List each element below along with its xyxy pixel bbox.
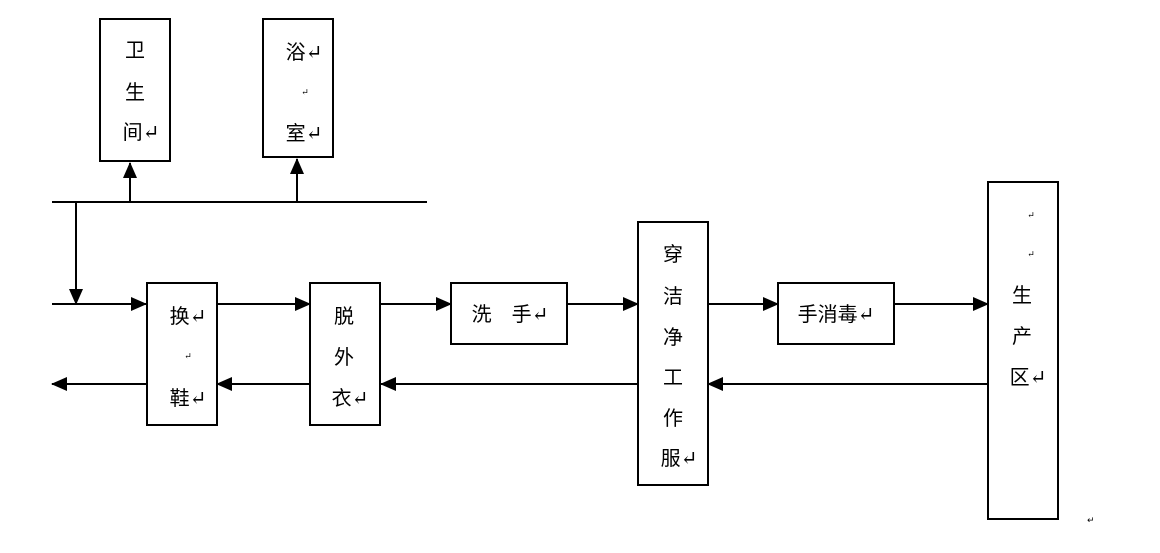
node-bathroom-line-2: ↵ [301, 88, 309, 98]
node-hand-disinfection: 手消毒↵ [777, 282, 895, 345]
node-bathroom: 浴↵ ↵ 室↵ [262, 18, 334, 158]
node-wear-workwear-line-4: 工 [663, 365, 683, 389]
node-toilet-line-1: 卫 [125, 38, 145, 62]
node-wash-hands: 洗 手↵ [450, 282, 568, 345]
node-toilet-line-2: 生 [125, 80, 145, 104]
node-hand-disinfection-label: 手消毒↵ [798, 302, 875, 326]
node-production-area-line-2: ↵ [1027, 250, 1035, 260]
node-wear-workwear-line-6: 服↵ [661, 446, 698, 470]
node-wear-workwear-line-3: 净 [663, 325, 683, 349]
node-change-shoes-line-2: ↵ [184, 352, 192, 362]
paragraph-mark: ↵ [1087, 516, 1095, 526]
node-change-shoes: 换↵ ↵ 鞋↵ [146, 282, 218, 426]
node-wash-hands-label: 洗 手↵ [472, 302, 549, 326]
node-toilet-line-3: 间↵ [123, 120, 160, 144]
node-remove-coat-line-3: 衣↵ [332, 386, 369, 410]
node-toilet: 卫 生 间↵ [99, 18, 171, 162]
node-wear-workwear-line-2: 洁 [663, 284, 683, 308]
node-wear-workwear: 穿 洁 净 工 作 服↵ [637, 221, 709, 486]
connectors [51, 158, 989, 391]
node-wear-workwear-line-5: 作 [663, 406, 683, 430]
node-remove-coat: 脱 外 衣↵ [309, 282, 381, 426]
node-change-shoes-line-1: 换↵ [170, 304, 207, 328]
node-remove-coat-line-1: 脱 [334, 304, 354, 328]
node-wear-workwear-line-1: 穿 [663, 242, 683, 266]
node-bathroom-line-3: 室↵ [286, 121, 323, 145]
node-bathroom-line-1: 浴↵ [286, 40, 323, 64]
node-production-area-line-4: 产 [1012, 324, 1032, 348]
node-change-shoes-line-3: 鞋↵ [170, 386, 207, 410]
node-production-area-line-5: 区↵ [1010, 365, 1047, 389]
node-remove-coat-line-2: 外 [334, 345, 354, 369]
node-production-area-line-1: ↵ [1027, 211, 1035, 221]
node-production-area: ↵ ↵ 生 产 区↵ [987, 181, 1059, 520]
node-production-area-line-3: 生 [1012, 283, 1032, 307]
